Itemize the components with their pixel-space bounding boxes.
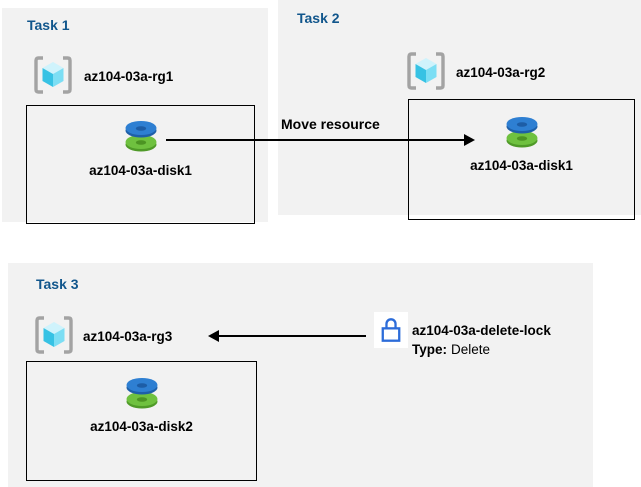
task3-disk-label: az104-03a-disk2 (90, 419, 193, 434)
task3-resource-box: az104-03a-disk2 (26, 361, 257, 481)
task3-panel: Task 3 az104-03a-rg3 az104-03a-delete-lo… (8, 263, 593, 487)
task1-disk-label: az104-03a-disk1 (89, 163, 192, 178)
lock-type-value: Delete (451, 342, 491, 357)
task2-title: Task 2 (297, 10, 340, 26)
lock-arrow-head-icon (208, 330, 219, 342)
lock-text-block: az104-03a-delete-lock Type:Delete (412, 321, 551, 359)
lock-type-label: Type: (412, 342, 448, 357)
lock-icon (381, 318, 401, 342)
task2-resource-group-label: az104-03a-rg2 (456, 65, 546, 80)
task3-resource-group-label: az104-03a-rg3 (83, 329, 173, 344)
task1-panel: Task 1 az104-03a-rg1 az104-03a-disk1 (2, 8, 268, 224)
move-arrow-head-icon (464, 134, 475, 146)
task1-resource-group-label: az104-03a-rg1 (84, 69, 174, 84)
lock-badge (374, 312, 408, 348)
task2-disk-label: az104-03a-disk1 (470, 158, 573, 173)
task3-title: Task 3 (36, 276, 79, 292)
resource-group-icon (34, 56, 72, 94)
task1-resource-box: az104-03a-disk1 (26, 105, 255, 224)
disk-icon (125, 121, 156, 152)
lock-arrow-line (218, 335, 366, 337)
move-arrow-line (166, 139, 464, 141)
resource-group-icon (407, 52, 445, 90)
task2-resource-box: az104-03a-disk1 (408, 99, 635, 220)
task1-title: Task 1 (27, 17, 70, 33)
lock-type-line: Type:Delete (412, 340, 551, 359)
resource-group-icon (35, 316, 73, 354)
disk-icon (506, 117, 537, 148)
move-resource-label: Move resource (281, 116, 380, 132)
task2-panel: Task 2 az104-03a-rg2 az104-03a-disk1 (278, 0, 641, 220)
disk-icon (126, 378, 157, 409)
lock-name-label: az104-03a-delete-lock (412, 323, 551, 338)
